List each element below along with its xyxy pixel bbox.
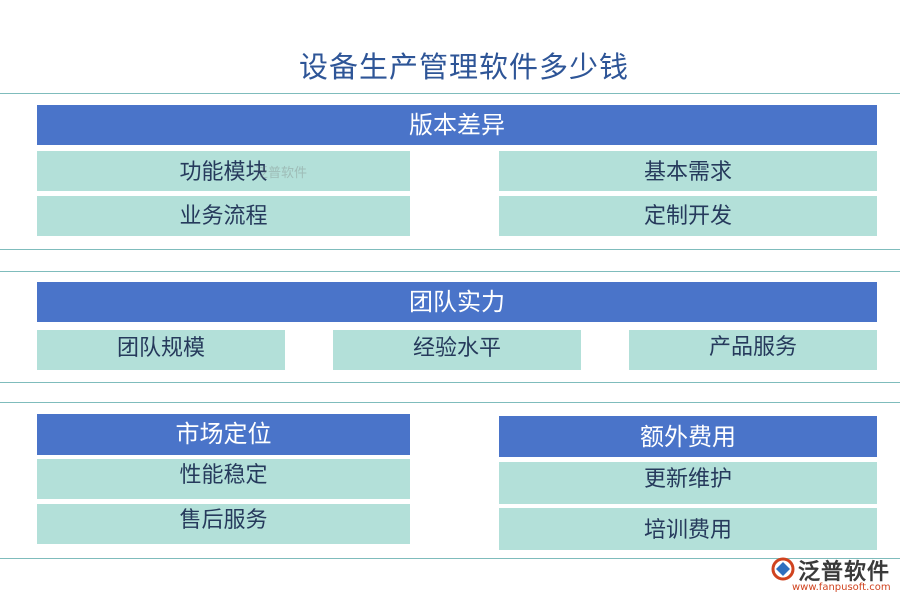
cell-product-service: 产品服务: [629, 330, 877, 370]
fanpu-logo-icon: [771, 557, 795, 581]
cell-feature-modules: 功能模块: [37, 151, 410, 191]
cell-basic-requirements: 基本需求: [499, 151, 877, 191]
divider: [0, 93, 900, 94]
fanpu-logo: 泛普软件 www.fanpusoft.com: [770, 554, 894, 594]
divider: [0, 402, 900, 403]
section-header-extra-costs: 额外费用: [499, 416, 877, 457]
divider: [0, 249, 900, 250]
section-header-market-positioning: 市场定位: [37, 414, 410, 455]
cell-team-size: 团队规模: [37, 330, 285, 370]
divider: [0, 271, 900, 272]
cell-business-process: 业务流程: [37, 196, 410, 236]
cell-experience-level: 经验水平: [333, 330, 581, 370]
cell-update-maintenance: 更新维护: [499, 462, 877, 504]
cell-training-costs: 培训费用: [499, 508, 877, 550]
divider: [0, 558, 900, 559]
cell-stable-performance: 性能稳定: [37, 459, 410, 499]
section-header-team-strength: 团队实力: [37, 282, 877, 322]
logo-url: www.fanpusoft.com: [792, 582, 891, 593]
section-header-version-difference: 版本差异: [37, 105, 877, 145]
watermark: 泛普软件: [255, 166, 308, 181]
divider: [0, 382, 900, 383]
cell-after-sales-service: 售后服务: [37, 504, 410, 544]
logo-name: 泛普软件: [798, 560, 891, 585]
page-title: 设备生产管理软件多少钱: [298, 50, 629, 84]
cell-custom-development: 定制开发: [499, 196, 877, 236]
